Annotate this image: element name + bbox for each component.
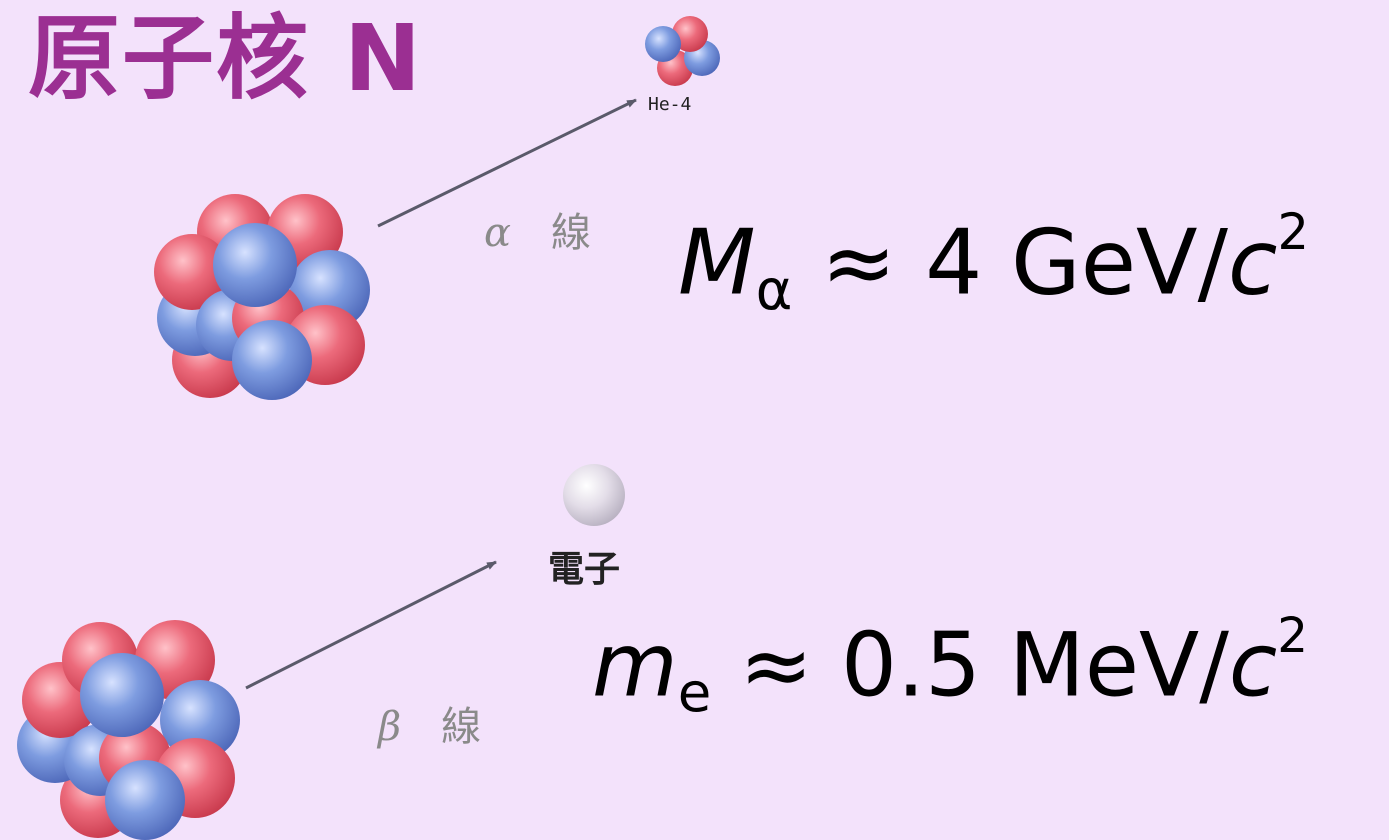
- helium-4-label: He-4: [648, 94, 692, 115]
- electron: [563, 464, 625, 526]
- alpha-mass-equation: Mα ≈ 4 GeV/c2: [678, 207, 1309, 319]
- neutron: [213, 223, 297, 307]
- alpha-ray-text: 線: [551, 210, 592, 256]
- beta-parent-nucleus: [17, 620, 240, 840]
- alpha-approx: ≈: [821, 210, 897, 316]
- proton: [154, 234, 230, 310]
- beta-symbol: β: [378, 704, 402, 750]
- beta-mass-value: 0.5 MeV/: [841, 613, 1229, 717]
- beta-c: c: [1228, 613, 1278, 717]
- neutron: [80, 653, 164, 737]
- beta-mass-subscript: e: [677, 659, 712, 724]
- alpha-mass-value: 4 GeV/: [925, 210, 1228, 316]
- neutron: [232, 320, 312, 400]
- alpha-c: c: [1227, 210, 1278, 316]
- neutron: [645, 26, 681, 62]
- alpha-emission-arrow: [377, 98, 637, 228]
- helium-4-nucleus: [645, 16, 720, 86]
- beta-exponent: 2: [1277, 608, 1309, 664]
- alpha-symbol: α: [484, 210, 512, 256]
- alpha-mass-subscript: α: [755, 258, 793, 324]
- alpha-parent-nucleus: [154, 194, 370, 400]
- beta-approx: ≈: [739, 613, 814, 717]
- neutron: [105, 760, 185, 840]
- beta-mass-equation: me ≈ 0.5 MeV/c2: [592, 612, 1308, 719]
- beta-ray-text: 線: [441, 704, 482, 750]
- alpha-mass-symbol: M: [678, 210, 756, 316]
- alpha-exponent: 2: [1277, 203, 1309, 261]
- page-title: 原子核 N: [28, 5, 424, 112]
- beta-emission-arrow: [245, 560, 497, 690]
- electron-label: 電子: [548, 549, 621, 590]
- proton: [672, 16, 708, 52]
- neutron: [160, 680, 240, 760]
- beta-mass-symbol: m: [592, 613, 678, 717]
